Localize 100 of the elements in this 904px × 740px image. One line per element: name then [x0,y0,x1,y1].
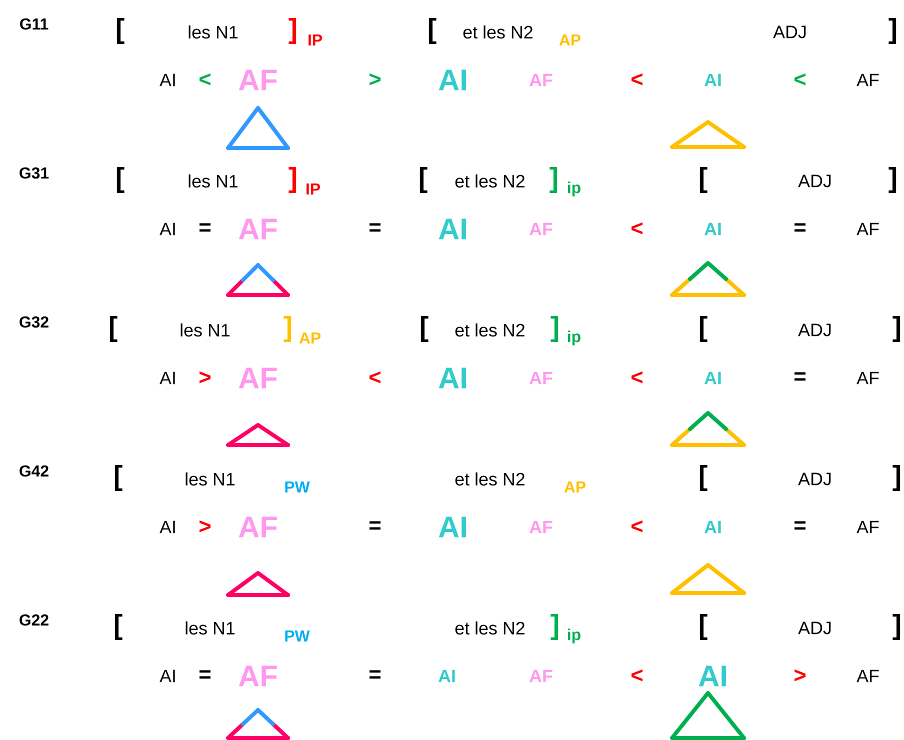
category-label: AF [530,670,552,682]
bracket: [ [700,316,708,342]
category-label: AI [438,70,466,90]
category-label: AF [238,218,277,240]
category-label: AI [704,520,721,534]
subscript-label: ip [568,182,580,196]
bracket: ] [288,167,296,193]
category-label: AI [438,218,466,240]
word: AF [856,520,879,534]
comparison-sign: = [794,372,806,381]
row-label: G42 [20,465,48,477]
category-label: AI [704,222,721,236]
category-label: AI [438,368,466,388]
bracket: ] [550,167,558,193]
comparison-sign: < [632,520,642,532]
category-label: AF [238,70,277,90]
bracket: [ [420,167,428,193]
word: et les N2 [455,174,524,188]
category-label: AF [238,516,277,538]
bracket: [ [700,614,708,640]
bracket: [ [116,167,124,193]
word: les N1 [186,472,235,486]
word: AF [856,670,879,682]
subscript-label: AP [299,332,321,344]
row-label: G22 [20,614,48,626]
subscript-label: PW [285,630,310,642]
comparison-sign: = [370,521,381,530]
word: AI [160,670,175,682]
row-label: G32 [20,316,48,328]
subscript-label: IP [308,34,322,46]
comparison-sign: > [200,520,211,532]
comparison-sign: = [200,223,211,232]
category-label: AI [438,670,455,682]
word: les N1 [188,174,238,188]
bracket: ] [888,167,896,193]
word: AF [856,74,879,86]
bracket: ] [284,316,292,342]
word: AI [160,372,175,384]
word: ADJ [798,174,831,188]
subscript-label: ip [568,330,580,346]
word: ADJ [773,26,806,38]
category-label: AI [704,372,721,384]
comparison-sign: > [200,371,211,384]
comparison-sign: = [200,670,211,679]
word: les N1 [180,323,230,337]
word: AF [856,222,879,236]
comparison-sign: = [370,670,381,679]
word: AI [160,520,175,534]
subscript-label: IP [306,184,320,194]
category-label: AF [530,372,552,384]
comparison-sign: > [370,73,381,86]
comparison-sign: = [794,223,806,232]
comparison-sign: < [632,222,642,234]
category-label: AF [530,520,552,534]
comparison-sign: < [632,73,642,86]
word: et les N2 [455,323,524,337]
bracket: [ [110,316,118,342]
comparison-sign: = [370,223,381,232]
word: les N1 [186,621,235,635]
bracket: ] [892,465,900,491]
comparison-sign: > [794,669,806,682]
subscript-label: PW [285,482,310,492]
word: ADJ [798,324,831,336]
comparison-sign: < [794,73,806,86]
bracket: [ [420,316,428,342]
comparison-sign: < [370,371,381,384]
bracket: ] [550,316,558,342]
word: AI [160,222,175,236]
category-label: AI [438,516,466,538]
word: ADJ [798,622,831,634]
bracket: [ [700,167,708,193]
bracket: ] [892,614,900,640]
comparison-sign: < [632,371,642,384]
comparison-sign: = [794,521,806,530]
category-label: AF [238,666,277,686]
category-label: AI [698,666,726,686]
category-label: AF [238,368,277,388]
bracket: [ [114,465,122,491]
category-label: AF [530,222,552,236]
category-label: AI [704,74,721,86]
comparison-sign: < [632,669,642,682]
bracket: ] [892,316,900,342]
bracket: [ [428,18,436,44]
word: et les N2 [455,621,524,635]
subscript-label: ip [568,628,580,644]
row-label: G11 [20,18,48,30]
subscript-label: AP [559,34,581,46]
word: et les N2 [463,25,532,39]
comparison-sign: < [200,73,211,86]
bracket: ] [550,614,558,640]
category-label: AF [530,74,552,86]
subscript-label: AP [564,482,586,492]
word: les N1 [188,25,238,39]
bracket: [ [116,18,124,44]
bracket: ] [888,18,896,44]
word: et les N2 [455,472,524,486]
word: ADJ [798,472,831,486]
word: AI [160,74,175,86]
bracket: [ [700,465,708,491]
row-label: G31 [20,167,49,179]
